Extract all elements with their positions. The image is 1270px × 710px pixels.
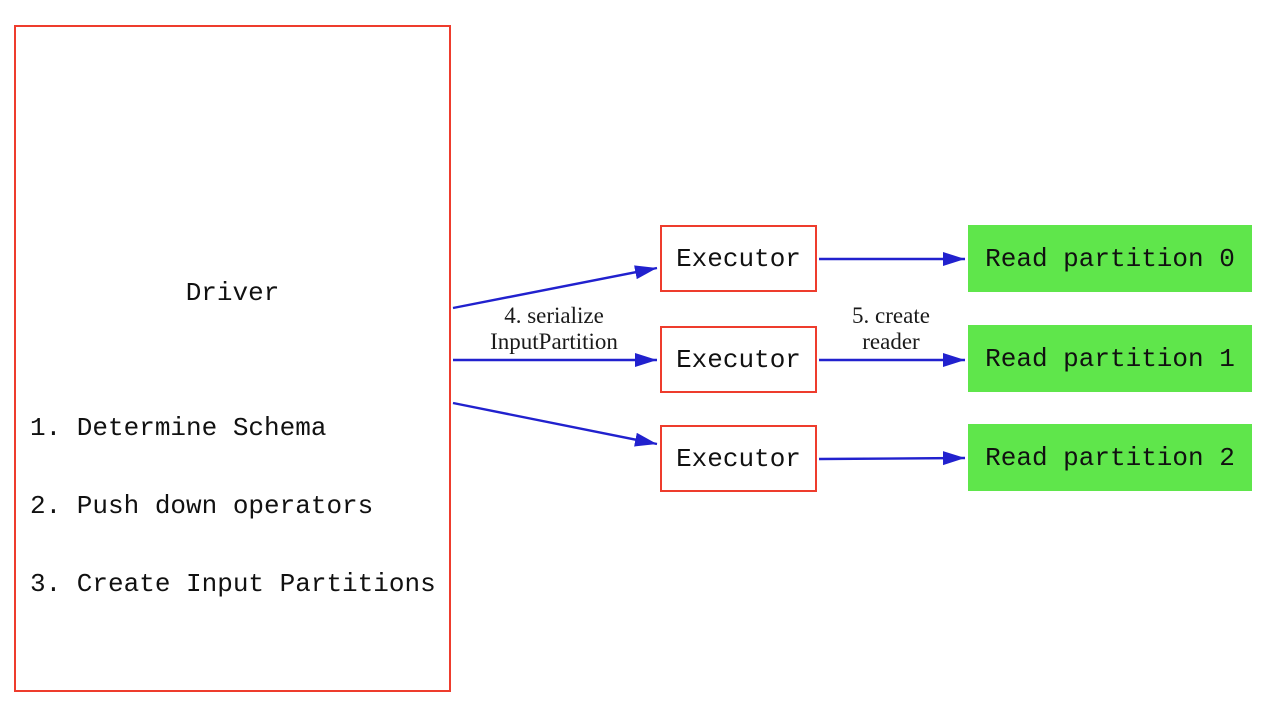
- read-partition-label-1: Read partition 1: [985, 343, 1235, 374]
- read-partition-box-2: Read partition 2: [968, 424, 1252, 491]
- executor-label-2: Executor: [676, 443, 801, 474]
- executor-box-1: Executor: [660, 326, 817, 393]
- driver-title: Driver: [185, 278, 280, 308]
- driver-step-3: 3. Create Input Partitions: [30, 569, 436, 599]
- read-partition-box-1: Read partition 1: [968, 325, 1252, 392]
- arrow-driver-to-executor-0: [452, 265, 658, 310]
- serialize-label-line2: InputPartition: [490, 329, 618, 354]
- driver-step-1: 1. Determine Schema: [30, 413, 327, 443]
- driver-step-2: 2. Push down operators: [30, 491, 374, 521]
- arrow-driver-to-executor-2: [452, 401, 658, 447]
- driver-box: Driver 1. Determine Schema 2. Push down …: [14, 25, 451, 692]
- arrow-executor-2-to-partition-2: [818, 451, 966, 466]
- create-reader-label: 5. create reader: [811, 303, 971, 355]
- create-reader-label-line1: 5. create: [852, 303, 930, 328]
- executor-box-0: Executor: [660, 225, 817, 292]
- serialize-label-line1: 4. serialize: [504, 303, 604, 328]
- serialize-inputpartition-label: 4. serialize InputPartition: [454, 303, 654, 355]
- read-partition-box-0: Read partition 0: [968, 225, 1252, 292]
- executor-label-0: Executor: [676, 243, 801, 274]
- read-partition-label-0: Read partition 0: [985, 243, 1235, 274]
- read-partition-label-2: Read partition 2: [985, 442, 1235, 473]
- create-reader-label-line2: reader: [862, 329, 920, 354]
- executor-box-2: Executor: [660, 425, 817, 492]
- executor-label-1: Executor: [676, 344, 801, 375]
- driver-steps: 1. Determine Schema 2. Push down operato…: [30, 363, 436, 649]
